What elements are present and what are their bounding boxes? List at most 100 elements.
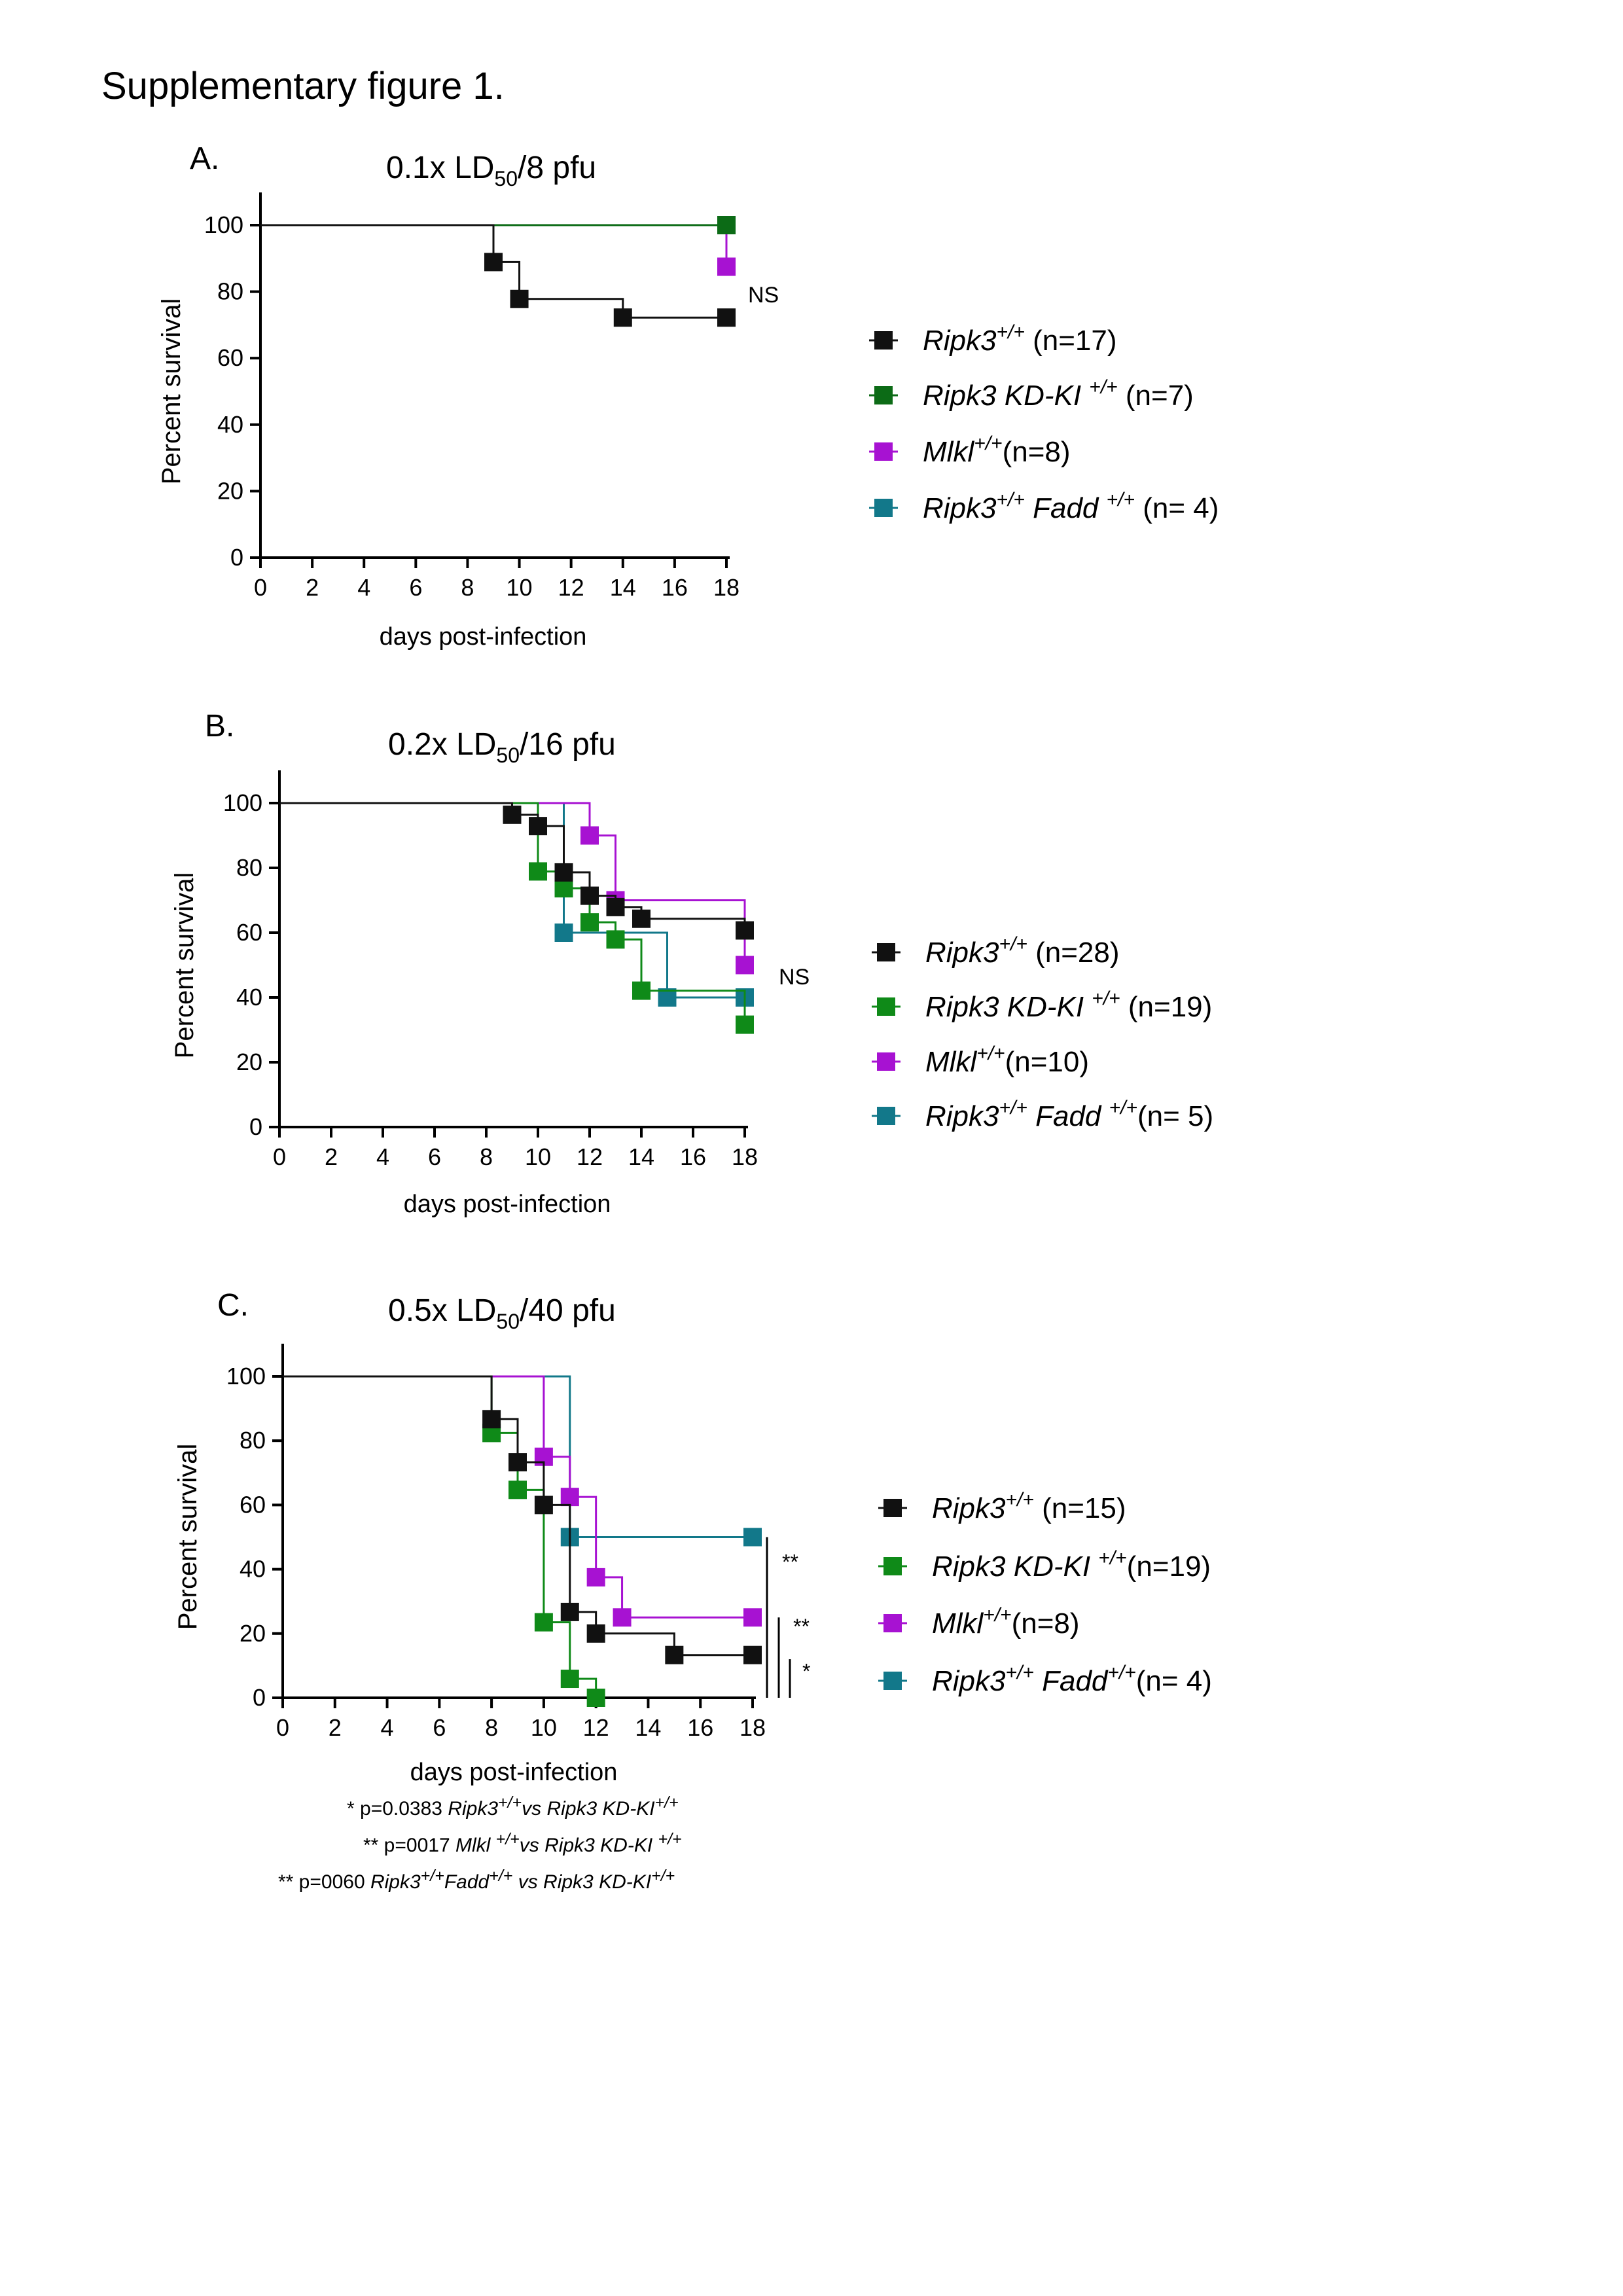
legend-marker bbox=[874, 386, 893, 404]
series-point-0 bbox=[482, 1410, 501, 1429]
y-tick-label: 60 bbox=[217, 344, 243, 371]
series-point-3 bbox=[554, 924, 573, 942]
significance-label: ** bbox=[793, 1615, 810, 1638]
series-point-1 bbox=[580, 913, 599, 932]
y-tick-label: 100 bbox=[204, 211, 243, 238]
y-axis-label: Percent survival bbox=[157, 298, 186, 485]
y-tick-label: 40 bbox=[217, 411, 243, 438]
legend-label: Ripk3+/+ Fadd +/+(n= 5) bbox=[925, 1097, 1213, 1132]
series-point-1 bbox=[508, 1480, 527, 1499]
series-point-1 bbox=[717, 216, 736, 234]
legend-marker bbox=[883, 1614, 902, 1632]
series-point-2 bbox=[717, 257, 736, 276]
x-tick-label: 18 bbox=[713, 574, 740, 601]
x-tick-label: 14 bbox=[635, 1714, 661, 1741]
y-tick-label: 0 bbox=[253, 1684, 266, 1711]
annotation-ns: NS bbox=[748, 283, 779, 308]
x-tick-label: 0 bbox=[254, 574, 267, 601]
y-tick-label: 80 bbox=[217, 278, 243, 305]
y-tick-label: 60 bbox=[236, 919, 262, 946]
annotation-ns: NS bbox=[779, 965, 810, 990]
y-tick-label: 0 bbox=[230, 544, 243, 571]
x-tick-label: 4 bbox=[381, 1714, 394, 1741]
y-tick-label: 80 bbox=[240, 1427, 266, 1454]
series-point-0 bbox=[632, 909, 651, 928]
legend-marker bbox=[874, 442, 893, 461]
series-point-0 bbox=[510, 289, 529, 308]
series-point-0 bbox=[529, 817, 547, 836]
x-tick-label: 0 bbox=[276, 1714, 289, 1741]
legend-label: Ripk3 KD-KI +/+(n=19) bbox=[932, 1547, 1211, 1583]
x-tick-label: 6 bbox=[409, 574, 422, 601]
x-tick-label: 6 bbox=[433, 1714, 446, 1741]
legend-label: Ripk3+/+ Fadd +/+ (n= 4) bbox=[923, 489, 1219, 524]
legend-label: Ripk3+/+ (n=28) bbox=[925, 933, 1120, 969]
series-point-3 bbox=[743, 1528, 762, 1547]
legend-marker bbox=[883, 1499, 902, 1517]
legend-marker bbox=[883, 1672, 902, 1690]
y-tick-label: 100 bbox=[226, 1363, 266, 1390]
series-point-0 bbox=[717, 308, 736, 327]
series-point-0 bbox=[613, 308, 632, 327]
series-point-2 bbox=[580, 826, 599, 845]
legend-marker bbox=[874, 499, 893, 517]
x-tick-label: 16 bbox=[680, 1143, 706, 1170]
x-tick-label: 16 bbox=[662, 574, 688, 601]
panel-label: A. bbox=[190, 141, 219, 176]
series-line-0 bbox=[260, 224, 726, 319]
series-point-0 bbox=[580, 886, 599, 905]
series-point-1 bbox=[529, 862, 547, 881]
series-point-1 bbox=[586, 1689, 605, 1707]
series-point-2 bbox=[586, 1568, 605, 1587]
series-point-0 bbox=[606, 897, 625, 916]
series-point-1 bbox=[606, 930, 625, 949]
x-tick-label: 8 bbox=[480, 1143, 493, 1170]
x-tick-label: 4 bbox=[357, 574, 370, 601]
x-axis-label: days post-infection bbox=[404, 1191, 611, 1218]
series-point-1 bbox=[736, 1015, 754, 1034]
x-tick-label: 14 bbox=[628, 1143, 654, 1170]
series-line-1 bbox=[283, 1375, 597, 1698]
series-line-1 bbox=[279, 802, 746, 1025]
legend-marker bbox=[877, 1052, 895, 1071]
series-point-0 bbox=[560, 1602, 579, 1621]
x-tick-label: 16 bbox=[687, 1714, 713, 1741]
x-tick-label: 2 bbox=[306, 574, 319, 601]
x-tick-label: 0 bbox=[273, 1143, 286, 1170]
y-tick-label: 60 bbox=[240, 1491, 266, 1518]
x-tick-label: 6 bbox=[428, 1143, 441, 1170]
x-tick-label: 2 bbox=[329, 1714, 342, 1741]
chart-title: 0.2x LD50/16 pfu bbox=[388, 727, 616, 767]
x-tick-label: 4 bbox=[376, 1143, 389, 1170]
legend-label: Mlkl+/+(n=8) bbox=[932, 1604, 1080, 1640]
series-point-0 bbox=[534, 1496, 553, 1515]
legend-marker bbox=[877, 997, 895, 1016]
x-tick-label: 12 bbox=[558, 574, 584, 601]
chart-title: 0.5x LD50/40 pfu bbox=[388, 1293, 616, 1333]
series-point-1 bbox=[554, 879, 573, 898]
series-point-2 bbox=[736, 956, 754, 975]
legend-label: Mlkl+/+(n=8) bbox=[923, 433, 1071, 468]
series-point-2 bbox=[743, 1608, 762, 1627]
y-tick-label: 0 bbox=[249, 1113, 262, 1140]
y-tick-label: 20 bbox=[236, 1049, 262, 1075]
series-point-0 bbox=[743, 1645, 762, 1664]
significance-label: * bbox=[802, 1660, 810, 1683]
series-line-2 bbox=[283, 1375, 753, 1619]
x-axis-label: days post-infection bbox=[410, 1759, 618, 1786]
legend-marker bbox=[877, 943, 895, 961]
x-tick-label: 10 bbox=[525, 1143, 551, 1170]
series-point-2 bbox=[613, 1608, 632, 1627]
x-tick-label: 18 bbox=[740, 1714, 766, 1741]
footnote-2: ** p=0017 Mlkl +/+vs Ripk3 KD-KI +/+ bbox=[363, 1830, 682, 1856]
series-line-0 bbox=[283, 1375, 753, 1657]
significance-label: ** bbox=[782, 1551, 798, 1574]
page-title: Supplementary figure 1. bbox=[101, 65, 505, 107]
y-tick-label: 20 bbox=[217, 477, 243, 504]
y-axis-label: Percent survival bbox=[170, 872, 199, 1059]
x-tick-label: 14 bbox=[610, 574, 636, 601]
